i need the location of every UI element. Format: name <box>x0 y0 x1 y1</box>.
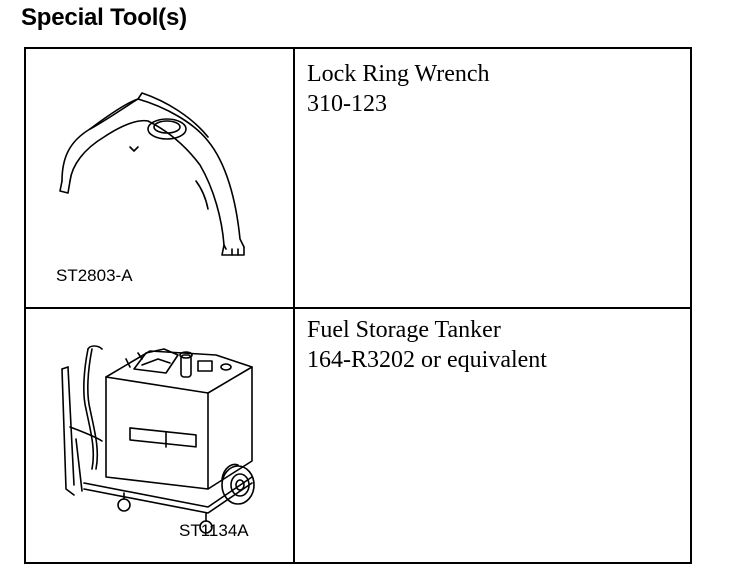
illustration-code: ST2803-A <box>56 266 133 285</box>
tool-illustration-cell: ST2803-A <box>26 49 295 307</box>
lock-ring-wrench-icon <box>59 92 245 256</box>
tool-name: Fuel Storage Tanker <box>307 317 501 343</box>
special-tools-table: ST2803-A Lock Ring Wrench 310-123 <box>24 47 692 564</box>
illustration-code: ST1134A <box>179 521 249 540</box>
fuel-storage-tanker-icon <box>61 345 255 534</box>
tool-row: ST1134A Fuel Storage Tanker 164-R3202 or… <box>26 309 690 562</box>
tool-part-number: 310-123 <box>307 91 387 117</box>
tool-description-cell: Lock Ring Wrench 310-123 <box>295 49 690 307</box>
tool-row: ST2803-A Lock Ring Wrench 310-123 <box>26 49 690 309</box>
tool-illustration-cell: ST1134A <box>26 309 295 562</box>
tool-name: Lock Ring Wrench <box>307 61 490 87</box>
page-title: Special Tool(s) <box>21 4 187 31</box>
tool-part-number: 164-R3202 or equivalent <box>307 347 547 373</box>
tool-description-cell: Fuel Storage Tanker 164-R3202 or equival… <box>295 309 690 562</box>
